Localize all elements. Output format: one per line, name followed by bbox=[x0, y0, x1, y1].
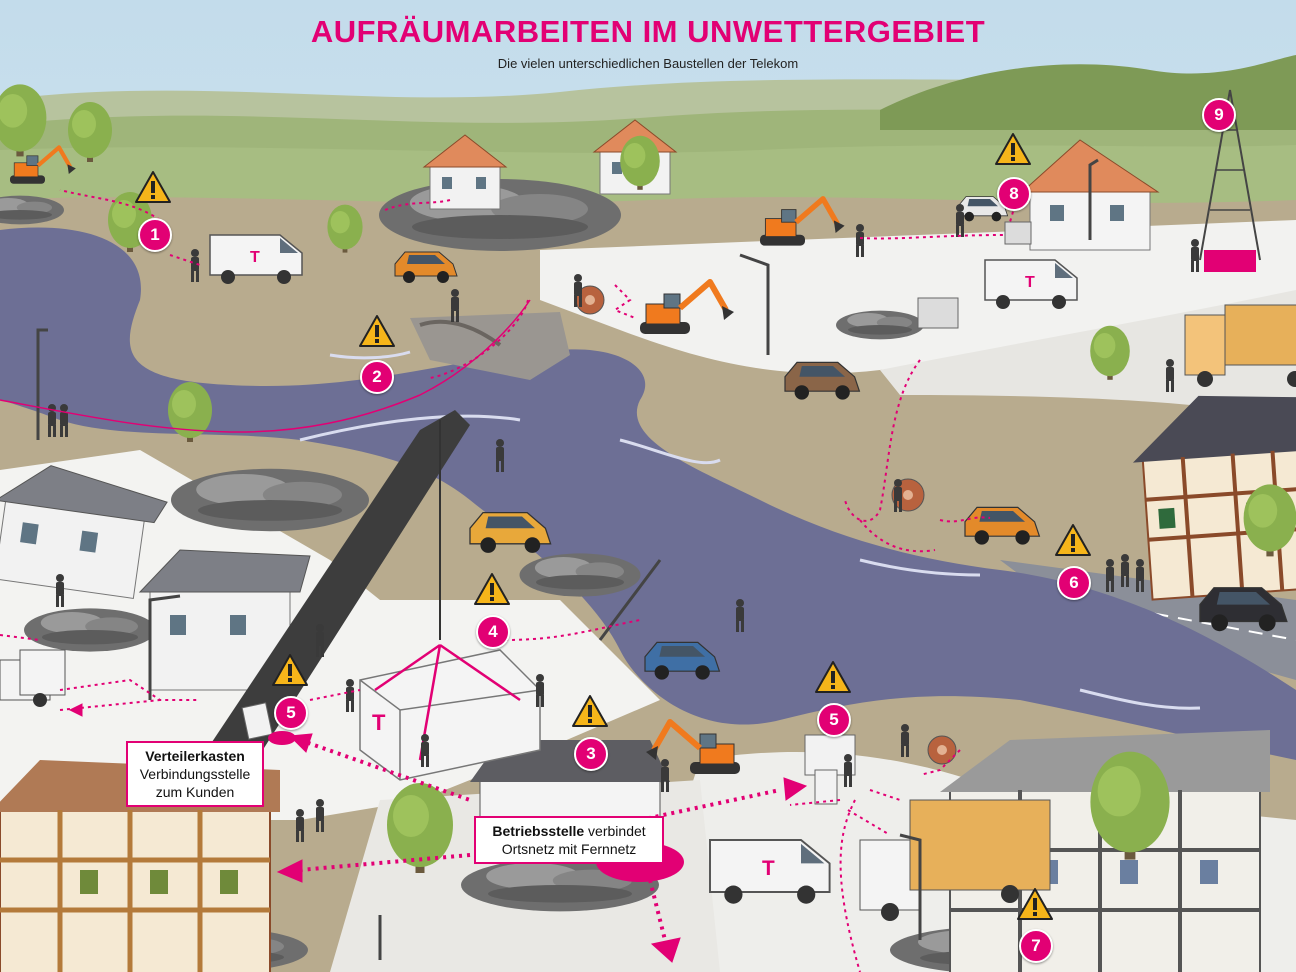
marker-7: 7 bbox=[1019, 929, 1053, 963]
callout-verteilerkasten-line2: Verbindungsstelle bbox=[139, 766, 251, 782]
marker-4: 4 bbox=[476, 615, 510, 649]
callout-betriebsstelle-line2: Ortsnetz mit Fernnetz bbox=[501, 841, 637, 857]
marker-5-right: 5 bbox=[817, 703, 851, 737]
marker-3: 3 bbox=[574, 737, 608, 771]
marker-8: 8 bbox=[997, 177, 1031, 211]
marker-5-left: 5 bbox=[274, 696, 308, 730]
callout-betriebsstelle: Betriebsstelle verbindet Ortsnetz mit Fe… bbox=[474, 816, 664, 864]
callout-betriebsstelle-title: Betriebsstelle bbox=[492, 823, 585, 839]
page-title: AUFRÄUMARBEITEN IM UNWETTERGEBIET bbox=[310, 14, 986, 49]
callout-verteilerkasten-title: Verteilerkasten bbox=[145, 748, 245, 764]
marker-1: 1 bbox=[138, 218, 172, 252]
marker-2: 2 bbox=[360, 360, 394, 394]
callout-verteilerkasten-line3: zum Kunden bbox=[155, 784, 235, 800]
crane-icon bbox=[200, 410, 470, 770]
page-subtitle: Die vielen unterschiedlichen Baustellen … bbox=[497, 56, 799, 71]
marker-6: 6 bbox=[1057, 566, 1091, 600]
marker-9: 9 bbox=[1202, 98, 1236, 132]
svg-text:T: T bbox=[372, 710, 386, 735]
callout-betriebsstelle-rest: verbindet bbox=[584, 823, 646, 839]
callout-verteilerkasten: Verteilerkasten Verbindungsstelle zum Ku… bbox=[126, 741, 264, 807]
